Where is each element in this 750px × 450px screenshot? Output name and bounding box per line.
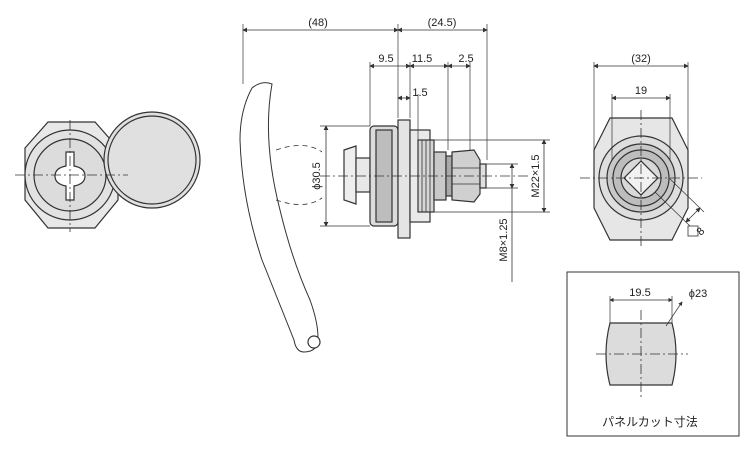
dim-19: 19	[635, 85, 647, 97]
dim-24-5: (24.5)	[428, 17, 457, 29]
cutout-diameter: ϕ23	[689, 288, 707, 300]
dim-9-5: 9.5	[378, 53, 393, 65]
handle-stem	[355, 157, 371, 193]
cutout-caption: パネルカット寸法	[602, 415, 698, 429]
handle-knob	[343, 145, 357, 205]
dim-2-5: 2.5	[458, 53, 473, 65]
handle-swing-path	[275, 145, 323, 153]
front-view-left	[15, 111, 201, 232]
rear-view-right	[580, 62, 705, 248]
dim-m8: M8×1.25	[498, 218, 510, 261]
dim-1-5: 1.5	[412, 87, 427, 99]
dim-11-5: 11.5	[412, 53, 433, 65]
square-size-box	[687, 225, 699, 237]
dim-dia-30-5: ϕ30.5	[311, 162, 323, 190]
t-handle-outline	[239, 82, 319, 353]
dust-cover-rim	[107, 115, 197, 205]
handle-swing-path-2	[275, 197, 323, 205]
side-view-middle	[239, 24, 550, 353]
dim-32: (32)	[631, 53, 651, 65]
dim-m22: M22×1.5	[530, 154, 542, 197]
bezel	[397, 119, 411, 239]
handle-hole	[307, 335, 321, 349]
dust-cover	[103, 111, 201, 209]
dim-48: (48)	[308, 17, 328, 29]
panel-cutout-box	[566, 271, 740, 437]
cutout-width: 19.5	[629, 287, 650, 299]
